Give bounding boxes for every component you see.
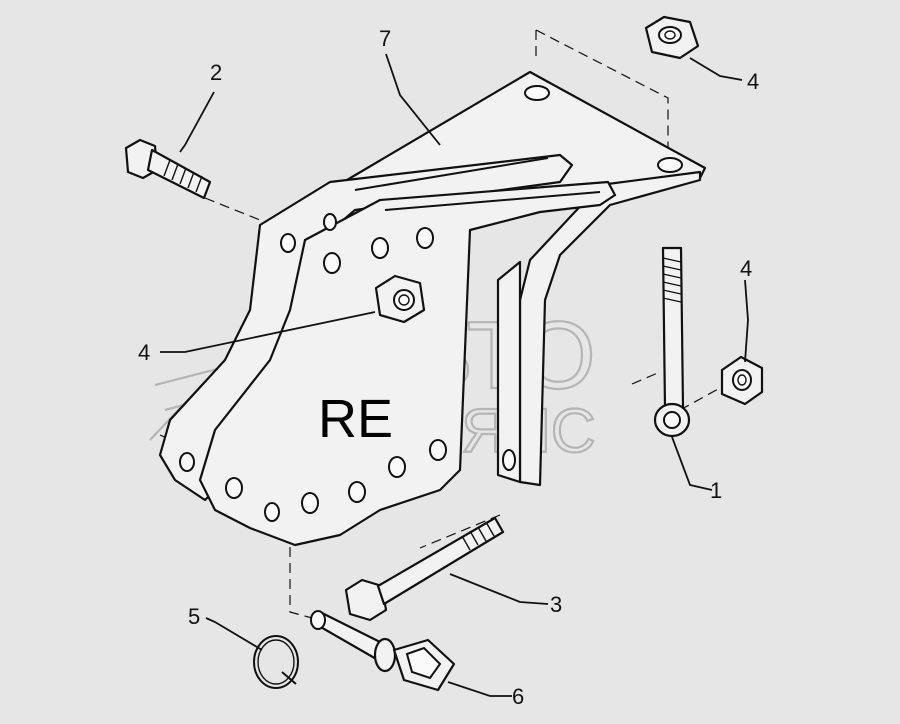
plate-hole <box>524 85 550 101</box>
bolt-part-3 <box>344 516 505 622</box>
callout-7: 7 <box>379 26 391 51</box>
callout-4-middle: 4 <box>138 340 150 365</box>
nut-part-4-middle <box>374 274 426 324</box>
callout-6: 6 <box>512 684 524 709</box>
callout-labels: 2 7 4 4 4 1 3 5 6 <box>138 26 759 709</box>
callout-1: 1 <box>710 478 722 503</box>
bolt-part-2 <box>124 138 212 200</box>
nut-part-4-right <box>720 355 764 406</box>
callout-2: 2 <box>210 60 222 85</box>
eye-bolt-part-1 <box>653 246 691 438</box>
diagram-code-label: RE <box>318 389 393 449</box>
callout-4-right: 4 <box>740 256 752 281</box>
callout-5: 5 <box>188 604 200 629</box>
pin-part-6 <box>310 610 456 692</box>
ring-part-5 <box>253 635 299 689</box>
callout-4-top: 4 <box>747 69 759 94</box>
leader-lines <box>160 53 749 697</box>
bracket-part-7 <box>158 70 707 547</box>
plate-hole <box>657 157 683 173</box>
nut-part-4-top <box>644 15 700 60</box>
callout-3: 3 <box>550 592 562 617</box>
